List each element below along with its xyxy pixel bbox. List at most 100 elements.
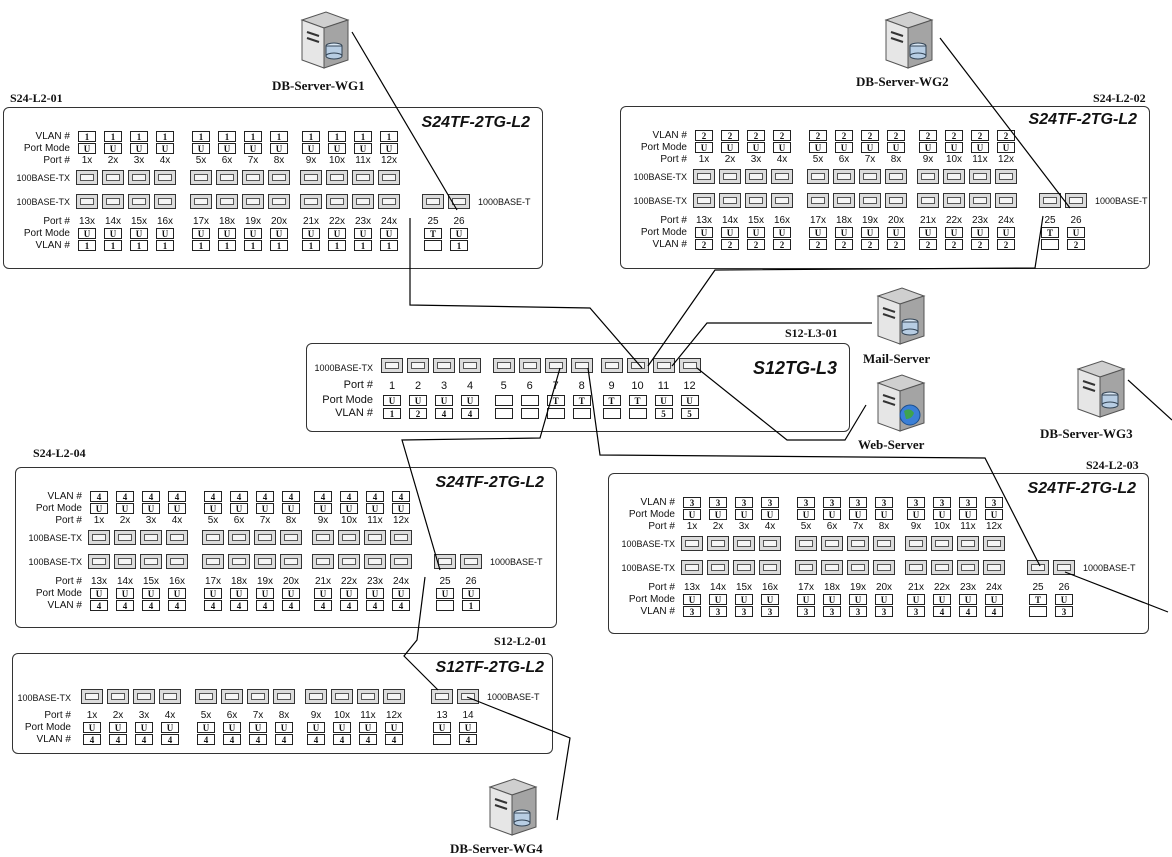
port-7x[interactable]: [254, 530, 276, 545]
port-14x[interactable]: [102, 194, 124, 209]
port-23x[interactable]: [969, 193, 991, 208]
port-18x[interactable]: [821, 560, 843, 575]
port-5[interactable]: [492, 358, 515, 373]
port-6x[interactable]: [216, 170, 238, 185]
port-3x[interactable]: [733, 536, 755, 551]
port-17x[interactable]: [202, 554, 224, 569]
port-11x[interactable]: [357, 689, 379, 704]
port-3x[interactable]: [140, 530, 162, 545]
port-22x[interactable]: [338, 554, 360, 569]
port-19x[interactable]: [242, 194, 264, 209]
port-4x[interactable]: [154, 170, 176, 185]
uplink-port-14[interactable]: [457, 689, 479, 704]
port-21x[interactable]: [300, 194, 322, 209]
port-7x[interactable]: [247, 689, 269, 704]
port-2[interactable]: [407, 358, 429, 373]
port-10x[interactable]: [931, 536, 953, 551]
port-13x[interactable]: [76, 194, 98, 209]
port-9x[interactable]: [312, 530, 334, 545]
port-10x[interactable]: [326, 170, 348, 185]
port-20x[interactable]: [873, 560, 895, 575]
port-5x[interactable]: [190, 170, 212, 185]
port-8x[interactable]: [268, 170, 290, 185]
port-4x[interactable]: [166, 530, 188, 545]
port-5x[interactable]: [807, 169, 829, 184]
port-18x[interactable]: [833, 193, 855, 208]
port-15x[interactable]: [745, 193, 767, 208]
port-19x[interactable]: [254, 554, 276, 569]
port-6x[interactable]: [221, 689, 243, 704]
port-7x[interactable]: [859, 169, 881, 184]
port-21x[interactable]: [905, 560, 927, 575]
port-23x[interactable]: [957, 560, 979, 575]
port-22x[interactable]: [931, 560, 953, 575]
port-2x[interactable]: [719, 169, 741, 184]
port-17x[interactable]: [795, 560, 817, 575]
port-1x[interactable]: [88, 530, 110, 545]
port-9x[interactable]: [305, 689, 327, 704]
port-4x[interactable]: [771, 169, 793, 184]
port-24x[interactable]: [390, 554, 412, 569]
port-13x[interactable]: [681, 560, 703, 575]
port-13x[interactable]: [88, 554, 110, 569]
port-4x[interactable]: [759, 536, 781, 551]
port-16x[interactable]: [154, 194, 176, 209]
port-6[interactable]: [518, 358, 541, 373]
port-9[interactable]: [600, 358, 623, 373]
port-1x[interactable]: [76, 170, 98, 185]
port-7x[interactable]: [242, 170, 264, 185]
port-17x[interactable]: [807, 193, 829, 208]
port-21x[interactable]: [917, 193, 939, 208]
port-1x[interactable]: [693, 169, 715, 184]
port-22x[interactable]: [326, 194, 348, 209]
port-12[interactable]: [678, 358, 701, 373]
port-16x[interactable]: [771, 193, 793, 208]
port-23x[interactable]: [352, 194, 374, 209]
uplink-port-25[interactable]: [422, 194, 444, 209]
port-7x[interactable]: [847, 536, 869, 551]
port-7[interactable]: [544, 358, 567, 373]
port-18x[interactable]: [216, 194, 238, 209]
port-3x[interactable]: [745, 169, 767, 184]
port-12x[interactable]: [383, 689, 405, 704]
port-10x[interactable]: [943, 169, 965, 184]
port-12x[interactable]: [390, 530, 412, 545]
uplink-port-26[interactable]: [448, 194, 470, 209]
uplink-port-13[interactable]: [431, 689, 453, 704]
port-4x[interactable]: [159, 689, 181, 704]
port-8x[interactable]: [273, 689, 295, 704]
port-24x[interactable]: [378, 194, 400, 209]
port-22x[interactable]: [943, 193, 965, 208]
port-18x[interactable]: [228, 554, 250, 569]
port-15x[interactable]: [128, 194, 150, 209]
port-3[interactable]: [433, 358, 455, 373]
port-14x[interactable]: [114, 554, 136, 569]
port-19x[interactable]: [859, 193, 881, 208]
uplink-port-25[interactable]: [434, 554, 456, 569]
port-8x[interactable]: [885, 169, 907, 184]
port-11x[interactable]: [969, 169, 991, 184]
port-11x[interactable]: [364, 530, 386, 545]
port-19x[interactable]: [847, 560, 869, 575]
port-6x[interactable]: [228, 530, 250, 545]
port-20x[interactable]: [885, 193, 907, 208]
port-1[interactable]: [381, 358, 403, 373]
port-15x[interactable]: [733, 560, 755, 575]
port-10x[interactable]: [331, 689, 353, 704]
port-5x[interactable]: [195, 689, 217, 704]
port-10x[interactable]: [338, 530, 360, 545]
port-8x[interactable]: [280, 530, 302, 545]
port-24x[interactable]: [983, 560, 1005, 575]
port-12x[interactable]: [995, 169, 1017, 184]
port-16x[interactable]: [759, 560, 781, 575]
port-6x[interactable]: [821, 536, 843, 551]
port-12x[interactable]: [983, 536, 1005, 551]
port-21x[interactable]: [312, 554, 334, 569]
uplink-port-25[interactable]: [1027, 560, 1049, 575]
port-1x[interactable]: [681, 536, 703, 551]
port-8x[interactable]: [873, 536, 895, 551]
port-3x[interactable]: [128, 170, 150, 185]
port-1x[interactable]: [81, 689, 103, 704]
uplink-port-25[interactable]: [1039, 193, 1061, 208]
port-2x[interactable]: [707, 536, 729, 551]
